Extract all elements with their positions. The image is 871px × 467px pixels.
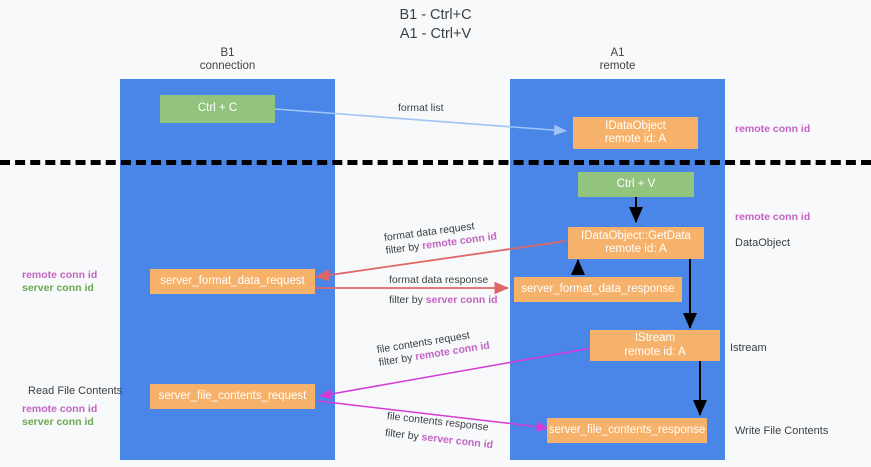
side-label-dataobject: DataObject: [735, 237, 791, 249]
node-istream[interactable]: IStream remote id: A: [590, 330, 720, 361]
edge-label-format-data-response-filter: filter by server conn id: [389, 294, 498, 306]
edge-label-format-data-response-text: format data response: [389, 274, 489, 286]
edge-label-file-contents-request: file contents request filter by remote c…: [376, 327, 491, 370]
side-label-istream: Istream: [730, 342, 767, 354]
side-label-read-file-contents: Read File Contents: [28, 385, 123, 397]
node-idataobject[interactable]: IDataObject remote id: A: [573, 117, 698, 149]
side-label-left-legend-mid-purple: remote conn id: [22, 269, 98, 281]
side-label-write-file-contents: Write File Contents: [735, 425, 829, 437]
node-idataobject-getdata[interactable]: IDataObject::GetData remote id: A: [568, 227, 704, 259]
edge-label-format-data-response: format data response filter by server co…: [389, 274, 498, 307]
node-server-format-data-response[interactable]: server_format_data_response: [514, 277, 682, 302]
edge-label-format-data-request: format data request filter by remote con…: [383, 217, 497, 257]
node-server-file-contents-response[interactable]: server_file_contents_response: [547, 418, 707, 443]
node-server-format-data-request[interactable]: server_format_data_request: [150, 269, 315, 294]
side-label-left-legend-mid-green: server conn id: [22, 282, 94, 294]
side-label-remote-conn-id-mid: remote conn id: [735, 211, 811, 223]
node-server-file-contents-request[interactable]: server_file_contents_request: [150, 384, 315, 409]
edge-label-format-list: format list: [398, 102, 444, 114]
side-label-left-legend-bottom-purple: remote conn id: [22, 403, 98, 415]
node-ctrl-c[interactable]: Ctrl + C: [160, 95, 275, 123]
edge-label-file-contents-response: file contents response filter by server …: [384, 410, 495, 452]
node-ctrl-v[interactable]: Ctrl + V: [578, 172, 694, 197]
side-label-left-legend-bottom-green: server conn id: [22, 416, 94, 428]
lane-title-b1: B1 connection: [199, 47, 256, 72]
side-label-remote-conn-id-top: remote conn id: [735, 123, 811, 135]
section-divider: [0, 160, 871, 165]
diagram-title: B1 - Ctrl+C A1 - Ctrl+V: [399, 7, 472, 42]
lane-title-a1: A1 remote: [599, 47, 636, 72]
